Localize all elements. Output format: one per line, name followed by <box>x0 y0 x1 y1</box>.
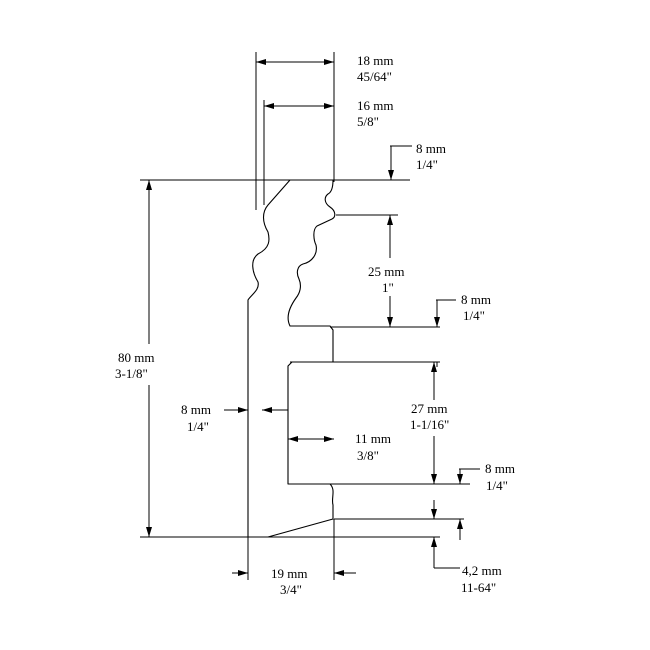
dimension-base-width: 19 mm 3/4" <box>232 566 356 597</box>
dim-label-imperial: 45/64" <box>357 69 392 84</box>
arrowhead <box>324 103 334 109</box>
arrowhead <box>434 317 440 327</box>
dim-label-metric: 4,2 mm <box>462 563 502 578</box>
arrowhead <box>457 474 463 484</box>
dim-label-metric: 16 mm <box>357 98 393 113</box>
dim-label-imperial: 3/4" <box>280 582 302 597</box>
dimension-channel-width: 11 mm 3/8" <box>288 431 391 463</box>
dimension-top-step: 8 mm 1/4" <box>388 141 446 180</box>
dim-label-metric: 8 mm <box>485 461 515 476</box>
dim-label-imperial: 1-1/16" <box>410 417 449 432</box>
dim-label-metric: 8 mm <box>461 292 491 307</box>
dim-label-metric: 8 mm <box>181 402 211 417</box>
dimension-lower-ledge: 8 mm 1/4" <box>431 461 515 519</box>
dimension-channel-height: 27 mm 1-1/16" <box>410 362 449 484</box>
dim-label-metric: 11 mm <box>355 431 391 446</box>
dimension-channel-depth: 8 mm 1/4" <box>181 402 288 434</box>
dim-label-metric: 25 mm <box>368 264 404 279</box>
dim-label-metric: 18 mm <box>357 53 393 68</box>
arrowhead <box>146 527 152 537</box>
arrowhead <box>457 519 463 529</box>
dimension-upper-ledge: 8 mm 1/4" <box>434 292 491 367</box>
arrowhead <box>431 509 437 519</box>
dim-label-imperial: 1/4" <box>416 157 438 172</box>
arrowhead <box>324 59 334 65</box>
arrowhead <box>388 170 394 180</box>
arrowhead <box>262 407 272 413</box>
arrowhead <box>431 537 437 547</box>
dim-label-metric: 8 mm <box>416 141 446 156</box>
dim-label-metric: 19 mm <box>271 566 307 581</box>
dim-label-imperial: 3/8" <box>357 448 379 463</box>
arrowhead <box>238 570 248 576</box>
dimension-top-width-inner: 16 mm 5/8" <box>264 98 393 129</box>
arrowhead <box>334 570 344 576</box>
arrowhead <box>256 59 266 65</box>
dim-label-imperial: 3-1/8" <box>115 366 148 381</box>
dim-label-imperial: 5/8" <box>357 114 379 129</box>
arrowhead <box>387 215 393 225</box>
dimension-total-height: 80 mm 3-1/8" <box>115 180 154 537</box>
arrowhead <box>324 436 334 442</box>
arrowhead <box>288 436 298 442</box>
dimension-base-step: 4,2 mm 11-64" <box>431 519 502 595</box>
dim-label-imperial: 1" <box>382 280 394 295</box>
arrowhead <box>146 180 152 190</box>
extension-lines <box>140 52 470 580</box>
arrowhead <box>431 362 437 372</box>
arrowhead <box>264 103 274 109</box>
dim-label-imperial: 1/4" <box>463 308 485 323</box>
molding-profile-outline <box>247 179 336 538</box>
dim-label-metric: 80 mm <box>118 350 154 365</box>
dimension-top-width-outer: 18 mm 45/64" <box>256 53 393 84</box>
dim-label-imperial: 1/4" <box>486 478 508 493</box>
dim-label-metric: 27 mm <box>411 401 447 416</box>
arrowhead <box>238 407 248 413</box>
dim-label-imperial: 1/4" <box>187 419 209 434</box>
arrowhead <box>387 317 393 327</box>
dimension-upper-profile-height: 25 mm 1" <box>368 215 404 327</box>
dim-label-imperial: 11-64" <box>461 580 496 595</box>
arrowhead <box>431 474 437 484</box>
